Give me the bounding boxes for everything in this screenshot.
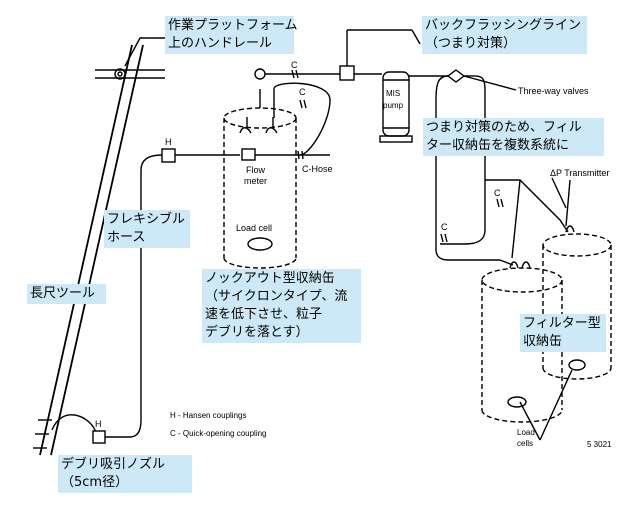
callout-knockout-line3: 速を低下させ、粒子	[205, 307, 323, 322]
callout-flex-hose-line2: ホース	[107, 230, 146, 245]
hansen-coupling-nozzle	[92, 430, 106, 444]
callout-long-tool-line1: 長尺ツール	[30, 286, 96, 301]
coupling-label-c4: C	[299, 87, 306, 97]
callout-knockout: ノックアウト型収納缶 （サイクロンタイプ、流 速を低下させ、粒子 デブリを落とす…	[202, 269, 361, 343]
mis-label: MIS	[386, 89, 400, 98]
three-way-valve	[446, 69, 466, 83]
hansen-label-h1: H	[165, 137, 172, 147]
callout-backflush-line1: バックフラッシングライン	[425, 18, 582, 33]
callout-handrail-line2: 上のハンドレール	[168, 36, 273, 51]
callout-countermeasure-line1: つまり対策のため、フィル	[426, 120, 582, 135]
callout-nozzle-line1: デブリ吸引ノズル	[61, 457, 166, 472]
load-cells-label-1: Load	[517, 428, 535, 437]
callout-nozzle: デブリ吸引ノズル （5cm径）	[58, 455, 192, 493]
flow-label: Flow	[246, 165, 266, 175]
flexible-hose	[51, 154, 163, 438]
legend-hansen: H - Hansen couplings	[170, 411, 246, 420]
callout-filter-can-line2: 収納缶	[523, 334, 563, 349]
filter-can-back	[542, 225, 612, 380]
legend-quick: C - Quick-opening coupling	[170, 429, 267, 438]
callout-flex-hose: フレキシブル ホース	[104, 210, 190, 248]
coupling-label-c2: C	[441, 222, 448, 232]
callout-handrail: 作業プラットフォーム 上のハンドレール	[165, 16, 298, 54]
callout-knockout-line4: デブリを落とす）	[205, 325, 309, 340]
figure-number: 5 3021	[587, 440, 612, 449]
callout-filter-can: フィルター型 収納缶	[520, 314, 606, 352]
callout-countermeasure: つまり対策のため、フィル ター収納缶を複数系統に	[423, 118, 604, 156]
callout-flex-hose-line1: フレキシブル	[107, 212, 186, 227]
coupling-label-c3: C	[494, 188, 501, 198]
hansen-label-h2: H	[95, 419, 102, 429]
callout-handrail-line1: 作業プラットフォーム	[168, 18, 298, 33]
dp-transmitter-label: ΔP Transmitter	[550, 168, 609, 178]
meter-label: meter	[244, 176, 267, 186]
c-hose-label: C-Hose	[302, 164, 333, 174]
knockout-can	[223, 107, 297, 269]
valve-box	[339, 65, 355, 81]
callout-backflush: バックフラッシングライン （つまり対策）	[422, 16, 587, 54]
pump-label: pump	[383, 101, 404, 110]
hansen-coupling-top	[161, 148, 176, 163]
long-tool-pole	[33, 44, 144, 456]
handrail	[95, 68, 165, 80]
callout-backflush-line2: （つまり対策）	[425, 36, 517, 51]
load-cell-label: Load cell	[236, 223, 272, 233]
callout-knockout-line1: ノックアウト型収納缶	[205, 271, 335, 286]
mis-pump	[379, 71, 413, 143]
callout-nozzle-line2: （5cm径）	[61, 475, 129, 490]
callout-countermeasure-line2: ター収納缶を複数系統に	[426, 138, 570, 153]
three-way-valves-label: Three-way valves	[518, 86, 589, 96]
callout-filter-can-line1: フィルター型	[523, 316, 601, 331]
callout-knockout-line2: （サイクロンタイプ、流	[205, 289, 348, 304]
callout-long-tool: 長尺ツール	[27, 284, 106, 304]
load-cells-label-2: cells	[517, 439, 533, 448]
coupling-label-c1: C	[291, 60, 298, 70]
